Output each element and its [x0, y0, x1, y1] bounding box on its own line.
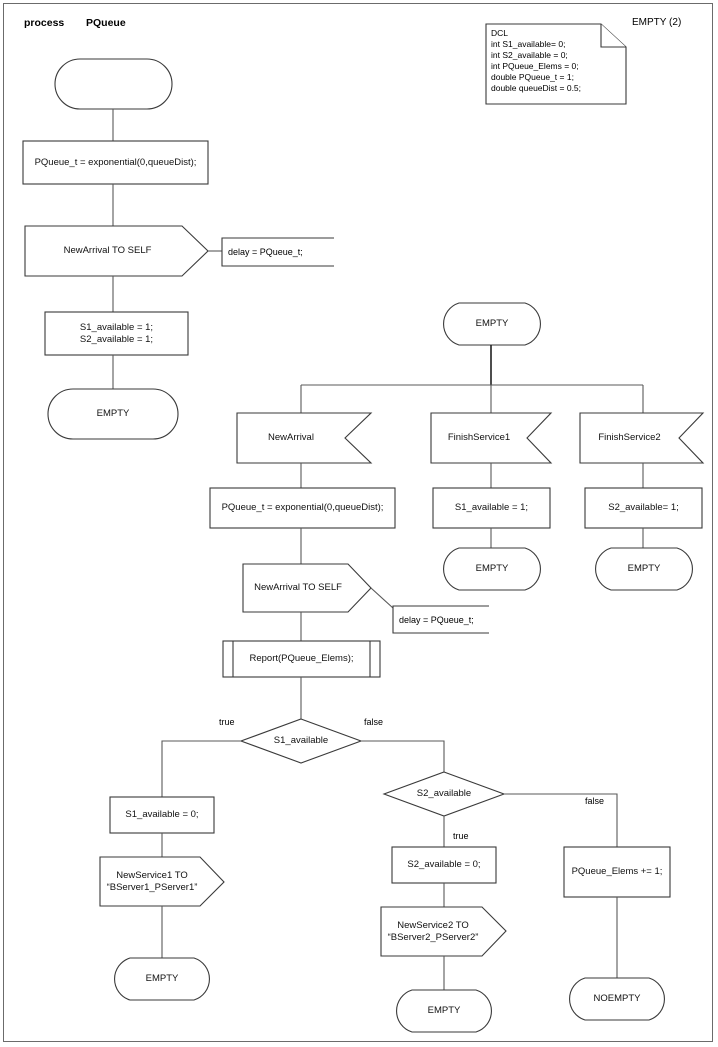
task-s1-avail-1-shape [432, 487, 551, 529]
comment-delay-2-label: delay = PQueue_t; [399, 614, 474, 625]
task-s2-avail-0-label: S2_available = 0; [407, 859, 481, 870]
procedure-report-shape [222, 640, 381, 678]
task-s1-avail-0-shape [109, 796, 215, 834]
header-state-count: EMPTY (2) [632, 17, 682, 28]
decision-s1-shape [239, 718, 363, 764]
output-newarrival-self-1-label: NewArrival TO SELF [63, 245, 152, 256]
output-newservice2-shape [380, 906, 507, 957]
input-finishservice1-label: FinishService1 [447, 432, 511, 443]
task-s2-avail-1-label: S2_available= 1; [608, 502, 679, 513]
output-newarrival-self-1-shape [24, 225, 209, 277]
state-empty-init-shape [47, 388, 179, 440]
task-s1-avail-1-label: S1_available = 1; [454, 502, 529, 513]
task-init-pqueue-label: PQueue_t = exponential(0,queueDist); [34, 156, 197, 168]
state-empty-main-shape [443, 302, 541, 346]
branch-label-s1-true: true [219, 717, 235, 727]
task-init-pqueue-shape [22, 140, 209, 185]
task-s2-avail-1-shape [584, 487, 703, 529]
state-empty-fs2-shape [595, 547, 693, 591]
header-process-name: PQueue [86, 17, 126, 29]
state-empty-s2-label: EMPTY [427, 1005, 461, 1016]
procedure-report-label: Report(PQueue_Elems); [249, 653, 354, 664]
task-set-available-label: S1_available = 1; S2_available = 1; [79, 321, 154, 345]
task-pqueue-t-again-label: PQueue_t = exponential(0,queueDist); [221, 502, 384, 513]
state-empty-s1-label: EMPTY [145, 973, 179, 984]
connector-s1-true [161, 740, 241, 797]
input-finishservice2-label: FinishService2 [598, 432, 661, 443]
output-newservice2-label: NewService2 TO “BServer2_PServer2” [387, 919, 479, 943]
input-finishservice2-shape [579, 412, 705, 464]
decision-s1-label: S1_available [273, 735, 329, 746]
task-s1-avail-0-label: S1_available = 0; [125, 809, 199, 820]
comment-delay-1-label: delay = PQueue_t; [228, 247, 303, 257]
task-pqueue-elems-inc-shape [563, 846, 671, 898]
task-pqueue-elems-inc-label: PQueue_Elems += 1; [571, 866, 663, 877]
input-finishservice1-shape [430, 412, 553, 464]
comment-delay-1-shape [221, 237, 334, 267]
state-noempty-shape [569, 977, 665, 1021]
state-empty-main-label: EMPTY [475, 318, 509, 329]
connector-s2-false [504, 793, 618, 847]
connector-s1-false [361, 740, 445, 772]
comment-delay-2-shape [392, 605, 489, 634]
dcl-note-text: DCL int S1_available= 0; int S2_availabl… [491, 28, 582, 93]
task-pqueue-t-again-shape [209, 487, 396, 529]
connector-output2-to-comment2 [370, 587, 394, 609]
input-newarrival-label: NewArrival [268, 432, 314, 443]
dcl-note-shape [485, 23, 627, 105]
output-newservice1-label: NewService1 TO “BServer1_PServer1” [106, 869, 198, 893]
branch-label-s1-false: false [364, 717, 384, 727]
state-empty-init-label: EMPTY [96, 408, 130, 419]
output-newarrival-self-2-shape [242, 563, 372, 613]
state-empty-fs2-label: EMPTY [627, 563, 661, 574]
branch-label-s2-false: false [585, 796, 605, 806]
input-newarrival-shape [236, 412, 373, 464]
output-newarrival-self-2-label: NewArrival TO SELF [254, 582, 342, 593]
task-set-available-shape [44, 311, 189, 356]
decision-s2-label: S2_available [416, 788, 472, 799]
state-empty-fs1-shape [443, 547, 541, 591]
branch-label-s2-true: true [453, 831, 469, 841]
state-empty-s2-shape [396, 989, 492, 1033]
output-newservice1-shape [99, 856, 225, 907]
page-border [3, 3, 713, 1042]
task-s2-avail-0-shape [391, 846, 497, 884]
dcl-note-fold [600, 24, 626, 48]
start-state-label [55, 59, 172, 109]
state-noempty-label: NOEMPTY [593, 993, 641, 1004]
header-keyword-process: process [24, 17, 65, 29]
state-empty-s1-shape [114, 957, 210, 1001]
state-empty-fs1-label: EMPTY [475, 563, 509, 574]
